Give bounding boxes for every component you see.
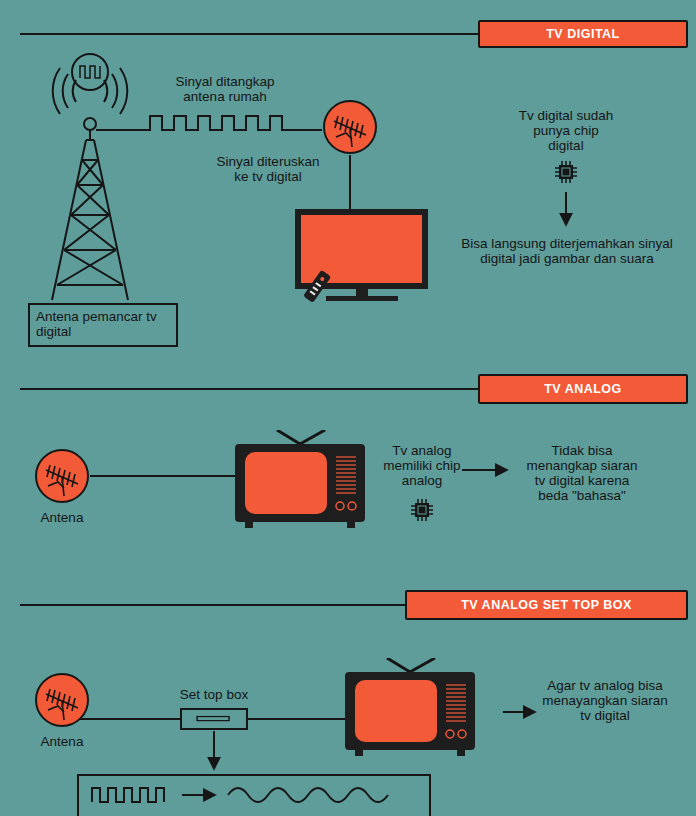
node-label: Antena [41,510,84,525]
section-tag: TV ANALOG [478,374,688,404]
set-top-box: Set top box [180,708,248,730]
node-label: Antena pemancar tv digital [36,309,170,339]
section-tag: TV ANALOG SET TOP BOX [405,590,688,620]
signal-cable [80,718,180,720]
note-text: Bisa langsung diterjemahkan sinyal digit… [452,236,682,266]
section-title: TV ANALOG [544,382,622,396]
node-label: Set top box [179,687,249,702]
note-text: Tidak bisa menangkap siaran tv digital k… [521,443,643,503]
antenna-circle: Antena [34,672,90,728]
note-text: Tv analog memiliki chip analog [382,443,462,488]
antenna-circle: Antena [34,448,90,504]
note-text: Agar tv analog bisa menayangkan siaran t… [541,678,669,723]
note-text: Sinyal ditangkap antena rumah [155,74,295,104]
note-text: Tv digital sudah punya chip digital [514,108,618,153]
box-slot [182,710,246,728]
transmitter-box: Antena pemancar tv digital [28,303,178,347]
node-label: Antena [41,734,84,749]
section-title: TV DIGITAL [546,27,620,41]
antenna-icon [34,448,90,504]
antenna-icon [34,672,90,728]
section-tag: TV DIGITAL [478,20,688,48]
note-text: Sinyal diteruskan ke tv digital [214,154,322,184]
section-title: TV ANALOG SET TOP BOX [461,598,632,612]
